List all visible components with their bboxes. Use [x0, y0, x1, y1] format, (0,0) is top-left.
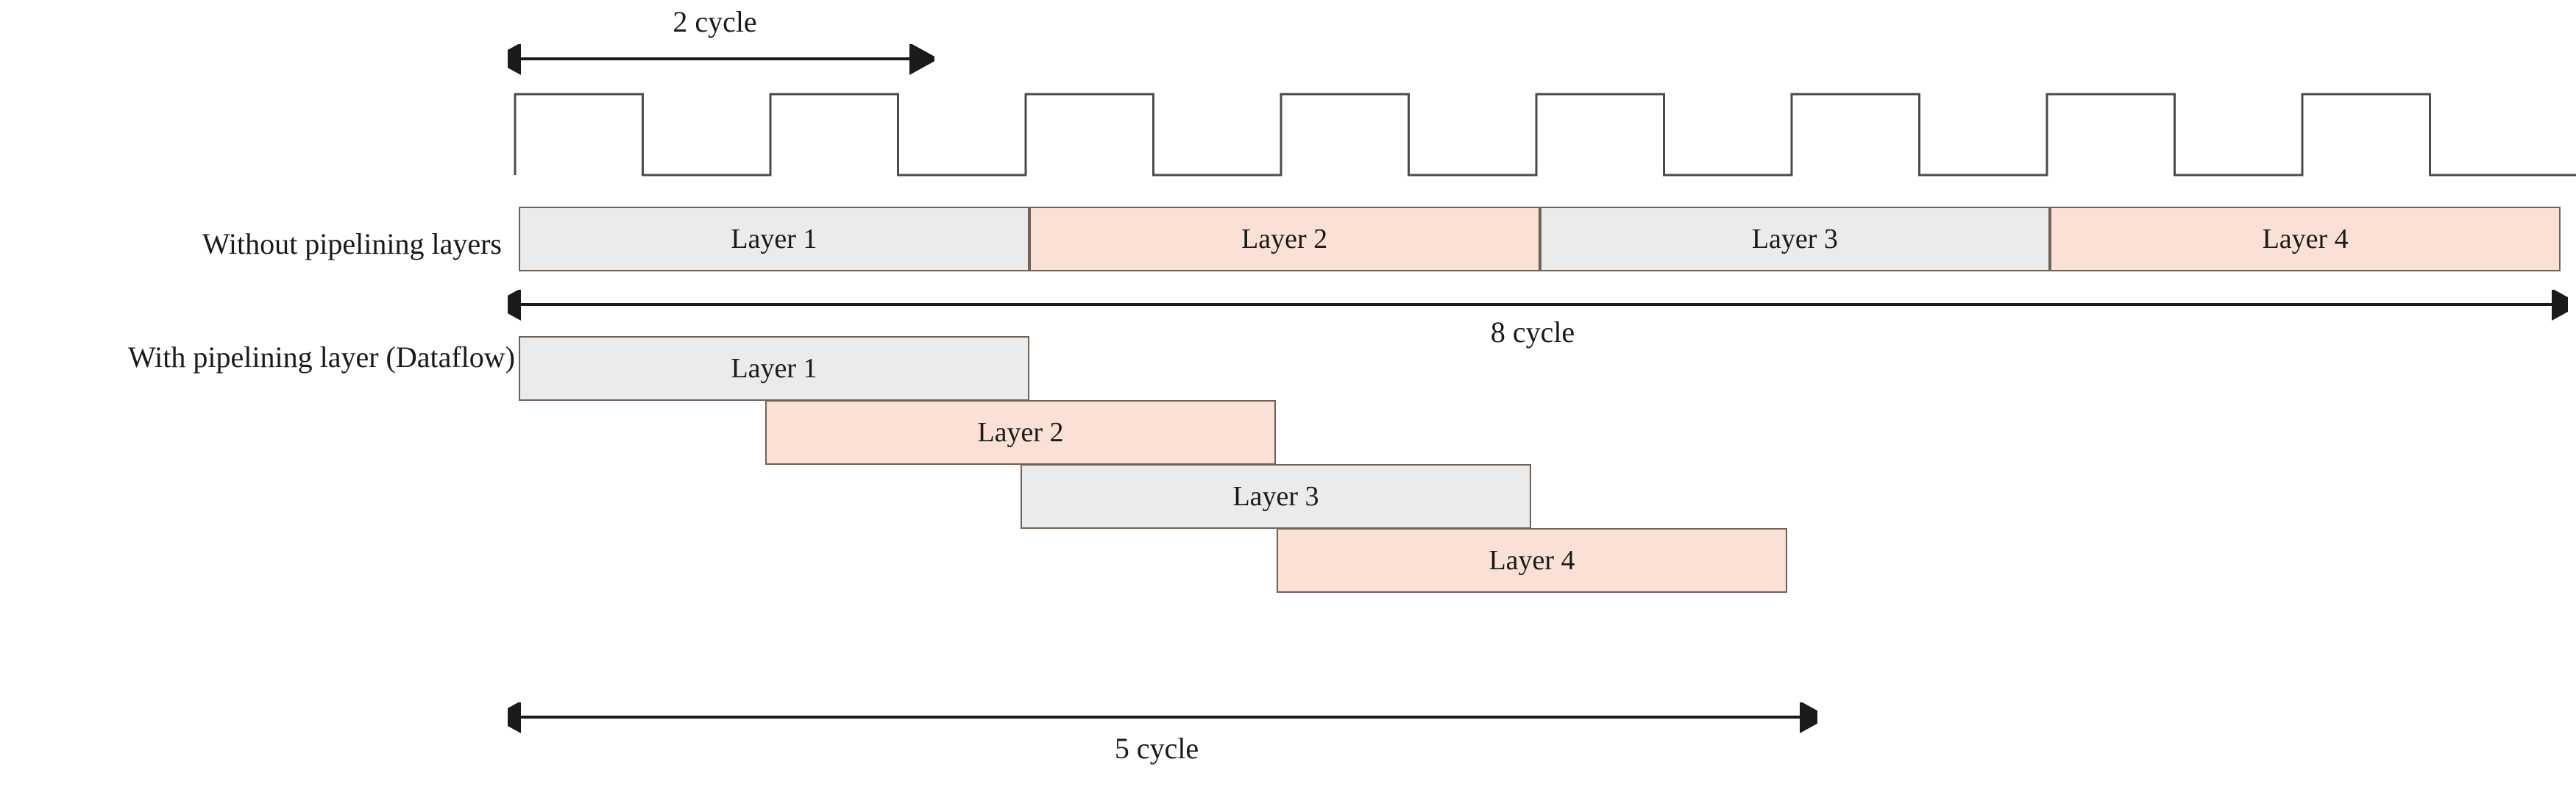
two-cycle-caption: 2 cycle — [673, 5, 757, 38]
five-cycle-caption: 5 cycle — [1114, 732, 1199, 765]
eight-cycle-arrow — [508, 290, 2568, 321]
row-label-without-pipelining: Without pipelining layers — [202, 227, 502, 260]
layer-block-label: Layer 2 — [977, 417, 1064, 448]
layer-block-label: Layer 4 — [2262, 224, 2349, 254]
layer-block-label: Layer 3 — [1232, 481, 1319, 512]
layer-block-nonpipelined-2: Layer 2 — [1029, 207, 1540, 271]
five-cycle-arrow — [508, 702, 1817, 733]
layer-block-label: Layer 3 — [1751, 224, 1838, 254]
row-label-with-pipelining: With pipelining layer (Dataflow) — [128, 341, 515, 374]
layer-block-label: Layer 1 — [731, 353, 817, 384]
clock-waveform — [508, 81, 2576, 184]
layer-block-nonpipelined-3: Layer 3 — [1539, 207, 2051, 271]
layer-block-label: Layer 1 — [731, 224, 817, 254]
layer-block-pipelined-2: Layer 2 — [765, 400, 1276, 465]
layer-block-nonpipelined-1: Layer 1 — [519, 207, 1029, 271]
layer-block-pipelined-4: Layer 4 — [1277, 528, 1787, 593]
layer-block-pipelined-3: Layer 3 — [1021, 464, 1531, 529]
layer-block-label: Layer 4 — [1489, 545, 1575, 576]
clock-waveform-svg — [514, 93, 2576, 177]
clock-pulse-train — [514, 93, 2576, 177]
two-cycle-arrow — [508, 44, 934, 75]
layer-block-nonpipelined-4: Layer 4 — [2050, 207, 2561, 271]
without-pipelining-bar: Layer 1 Layer 2 Layer 3 Layer 4 — [519, 207, 2561, 271]
eight-cycle-caption: 8 cycle — [1490, 316, 1575, 349]
layer-block-label: Layer 2 — [1241, 224, 1328, 254]
